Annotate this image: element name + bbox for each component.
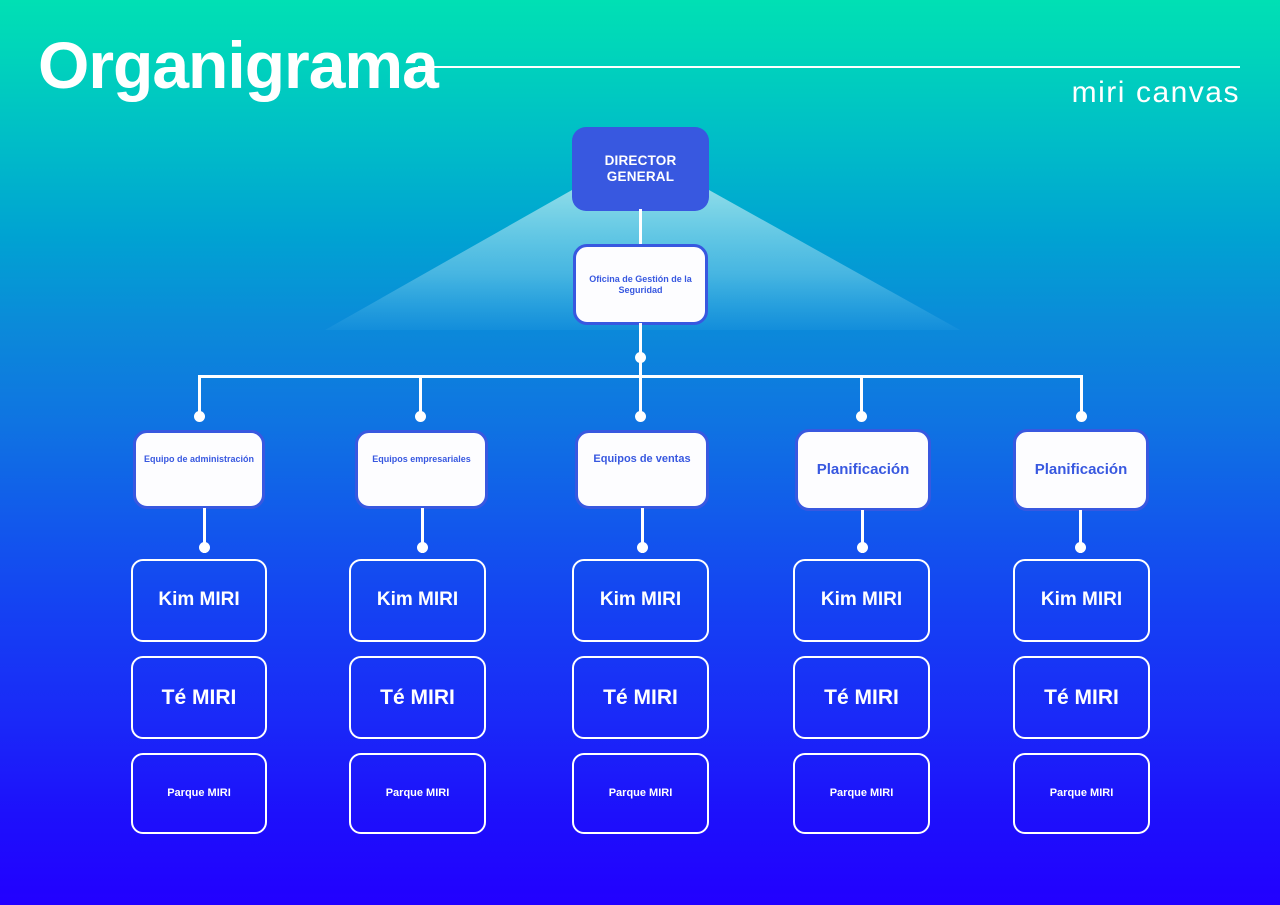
node-member-c1-r2[interactable]: Té MIRI [131, 656, 267, 739]
connector-dot-col-1 [194, 411, 205, 422]
title-divider-rule [418, 66, 1240, 68]
node-member-c2-r2-label: Té MIRI [380, 685, 455, 709]
node-member-c3-r3[interactable]: Parque MIRI [572, 753, 709, 834]
connector-drop-col-3 [639, 375, 642, 417]
node-dept-equipos-empresariales[interactable]: Equipos empresariales [355, 430, 488, 509]
node-member-c2-r2[interactable]: Té MIRI [349, 656, 486, 739]
node-dept-1-label: Equipo de administración [143, 454, 254, 465]
connector-dot-dept5-member [1075, 542, 1086, 553]
connector-dot-col-2 [415, 411, 426, 422]
node-member-c5-r2[interactable]: Té MIRI [1013, 656, 1150, 739]
connector-drop-col-4 [860, 375, 863, 417]
brand-logo: miri canvas [1072, 76, 1240, 110]
connector-dept2-to-member [421, 508, 424, 553]
node-member-c4-r3-label: Parque MIRI [829, 786, 894, 799]
connector-dot-dept2-member [417, 542, 428, 553]
node-member-c3-r2-label: Té MIRI [603, 685, 678, 709]
connector-dot-dept1-member [199, 542, 210, 553]
connector-dot-staff-bus [635, 352, 646, 363]
connector-drop-col-2 [419, 375, 422, 417]
node-member-c4-r3[interactable]: Parque MIRI [793, 753, 930, 834]
connector-staff-to-bus [639, 323, 642, 377]
node-dept-3-label: Equipos de ventas [593, 452, 691, 465]
brand-logo-first: miri [1071, 76, 1126, 109]
node-member-c3-r3-label: Parque MIRI [608, 786, 673, 799]
connector-dot-dept3-member [637, 542, 648, 553]
connector-dept4-to-member [861, 510, 864, 553]
node-director-general[interactable]: DIRECTOR GENERAL [572, 127, 709, 211]
node-member-c5-r2-label: Té MIRI [1044, 685, 1119, 709]
node-member-c5-r1[interactable]: Kim MIRI [1013, 559, 1150, 642]
connector-drop-col-5 [1080, 375, 1083, 417]
node-member-c2-r1[interactable]: Kim MIRI [349, 559, 486, 642]
node-member-c5-r3[interactable]: Parque MIRI [1013, 753, 1150, 834]
node-member-c3-r1[interactable]: Kim MIRI [572, 559, 709, 642]
node-member-c4-r1-label: Kim MIRI [820, 589, 903, 611]
connector-dept3-to-member [641, 508, 644, 553]
node-member-c3-r1-label: Kim MIRI [599, 589, 682, 611]
node-member-c1-r1[interactable]: Kim MIRI [131, 559, 267, 642]
node-member-c1-r1-label: Kim MIRI [158, 589, 240, 611]
node-dept-equipo-administracion[interactable]: Equipo de administración [133, 430, 265, 509]
node-member-c3-r2[interactable]: Té MIRI [572, 656, 709, 739]
node-director-general-label: DIRECTOR GENERAL [604, 152, 677, 184]
connector-dept5-to-member [1079, 510, 1082, 553]
connector-root-to-staff [639, 209, 642, 247]
node-dept-equipos-ventas[interactable]: Equipos de ventas [575, 430, 709, 509]
connector-dot-dept4-member [857, 542, 868, 553]
connector-dot-col-5 [1076, 411, 1087, 422]
node-dept-planificacion-2[interactable]: Planificación [1013, 429, 1149, 511]
node-dept-2-label: Equipos empresariales [372, 454, 471, 465]
node-member-c2-r3-label: Parque MIRI [385, 786, 450, 799]
node-member-c1-r2-label: Té MIRI [161, 685, 237, 709]
connector-dot-col-4 [856, 411, 867, 422]
node-member-c4-r2[interactable]: Té MIRI [793, 656, 930, 739]
connector-dept1-to-member [203, 508, 206, 553]
node-member-c5-r3-label: Parque MIRI [1049, 786, 1114, 799]
node-dept-5-label: Planificación [1034, 461, 1128, 478]
node-member-c5-r1-label: Kim MIRI [1040, 589, 1123, 611]
node-oficina-gestion-seguridad[interactable]: Oficina de Gestión de la Seguridad [573, 244, 708, 325]
node-oficina-gestion-seguridad-label: Oficina de Gestión de la Seguridad [589, 273, 692, 295]
node-member-c2-r1-label: Kim MIRI [376, 589, 459, 611]
node-dept-planificacion-1[interactable]: Planificación [795, 429, 931, 511]
brand-logo-second: canvas [1135, 76, 1240, 109]
node-member-c4-r1[interactable]: Kim MIRI [793, 559, 930, 642]
node-member-c1-r3[interactable]: Parque MIRI [131, 753, 267, 834]
page-title: Organigrama [38, 28, 439, 102]
node-member-c4-r2-label: Té MIRI [824, 685, 899, 709]
connector-dot-col-3 [635, 411, 646, 422]
node-member-c2-r3[interactable]: Parque MIRI [349, 753, 486, 834]
node-dept-4-label: Planificación [816, 461, 910, 478]
connector-drop-col-1 [198, 375, 201, 417]
node-member-c1-r3-label: Parque MIRI [167, 786, 231, 799]
